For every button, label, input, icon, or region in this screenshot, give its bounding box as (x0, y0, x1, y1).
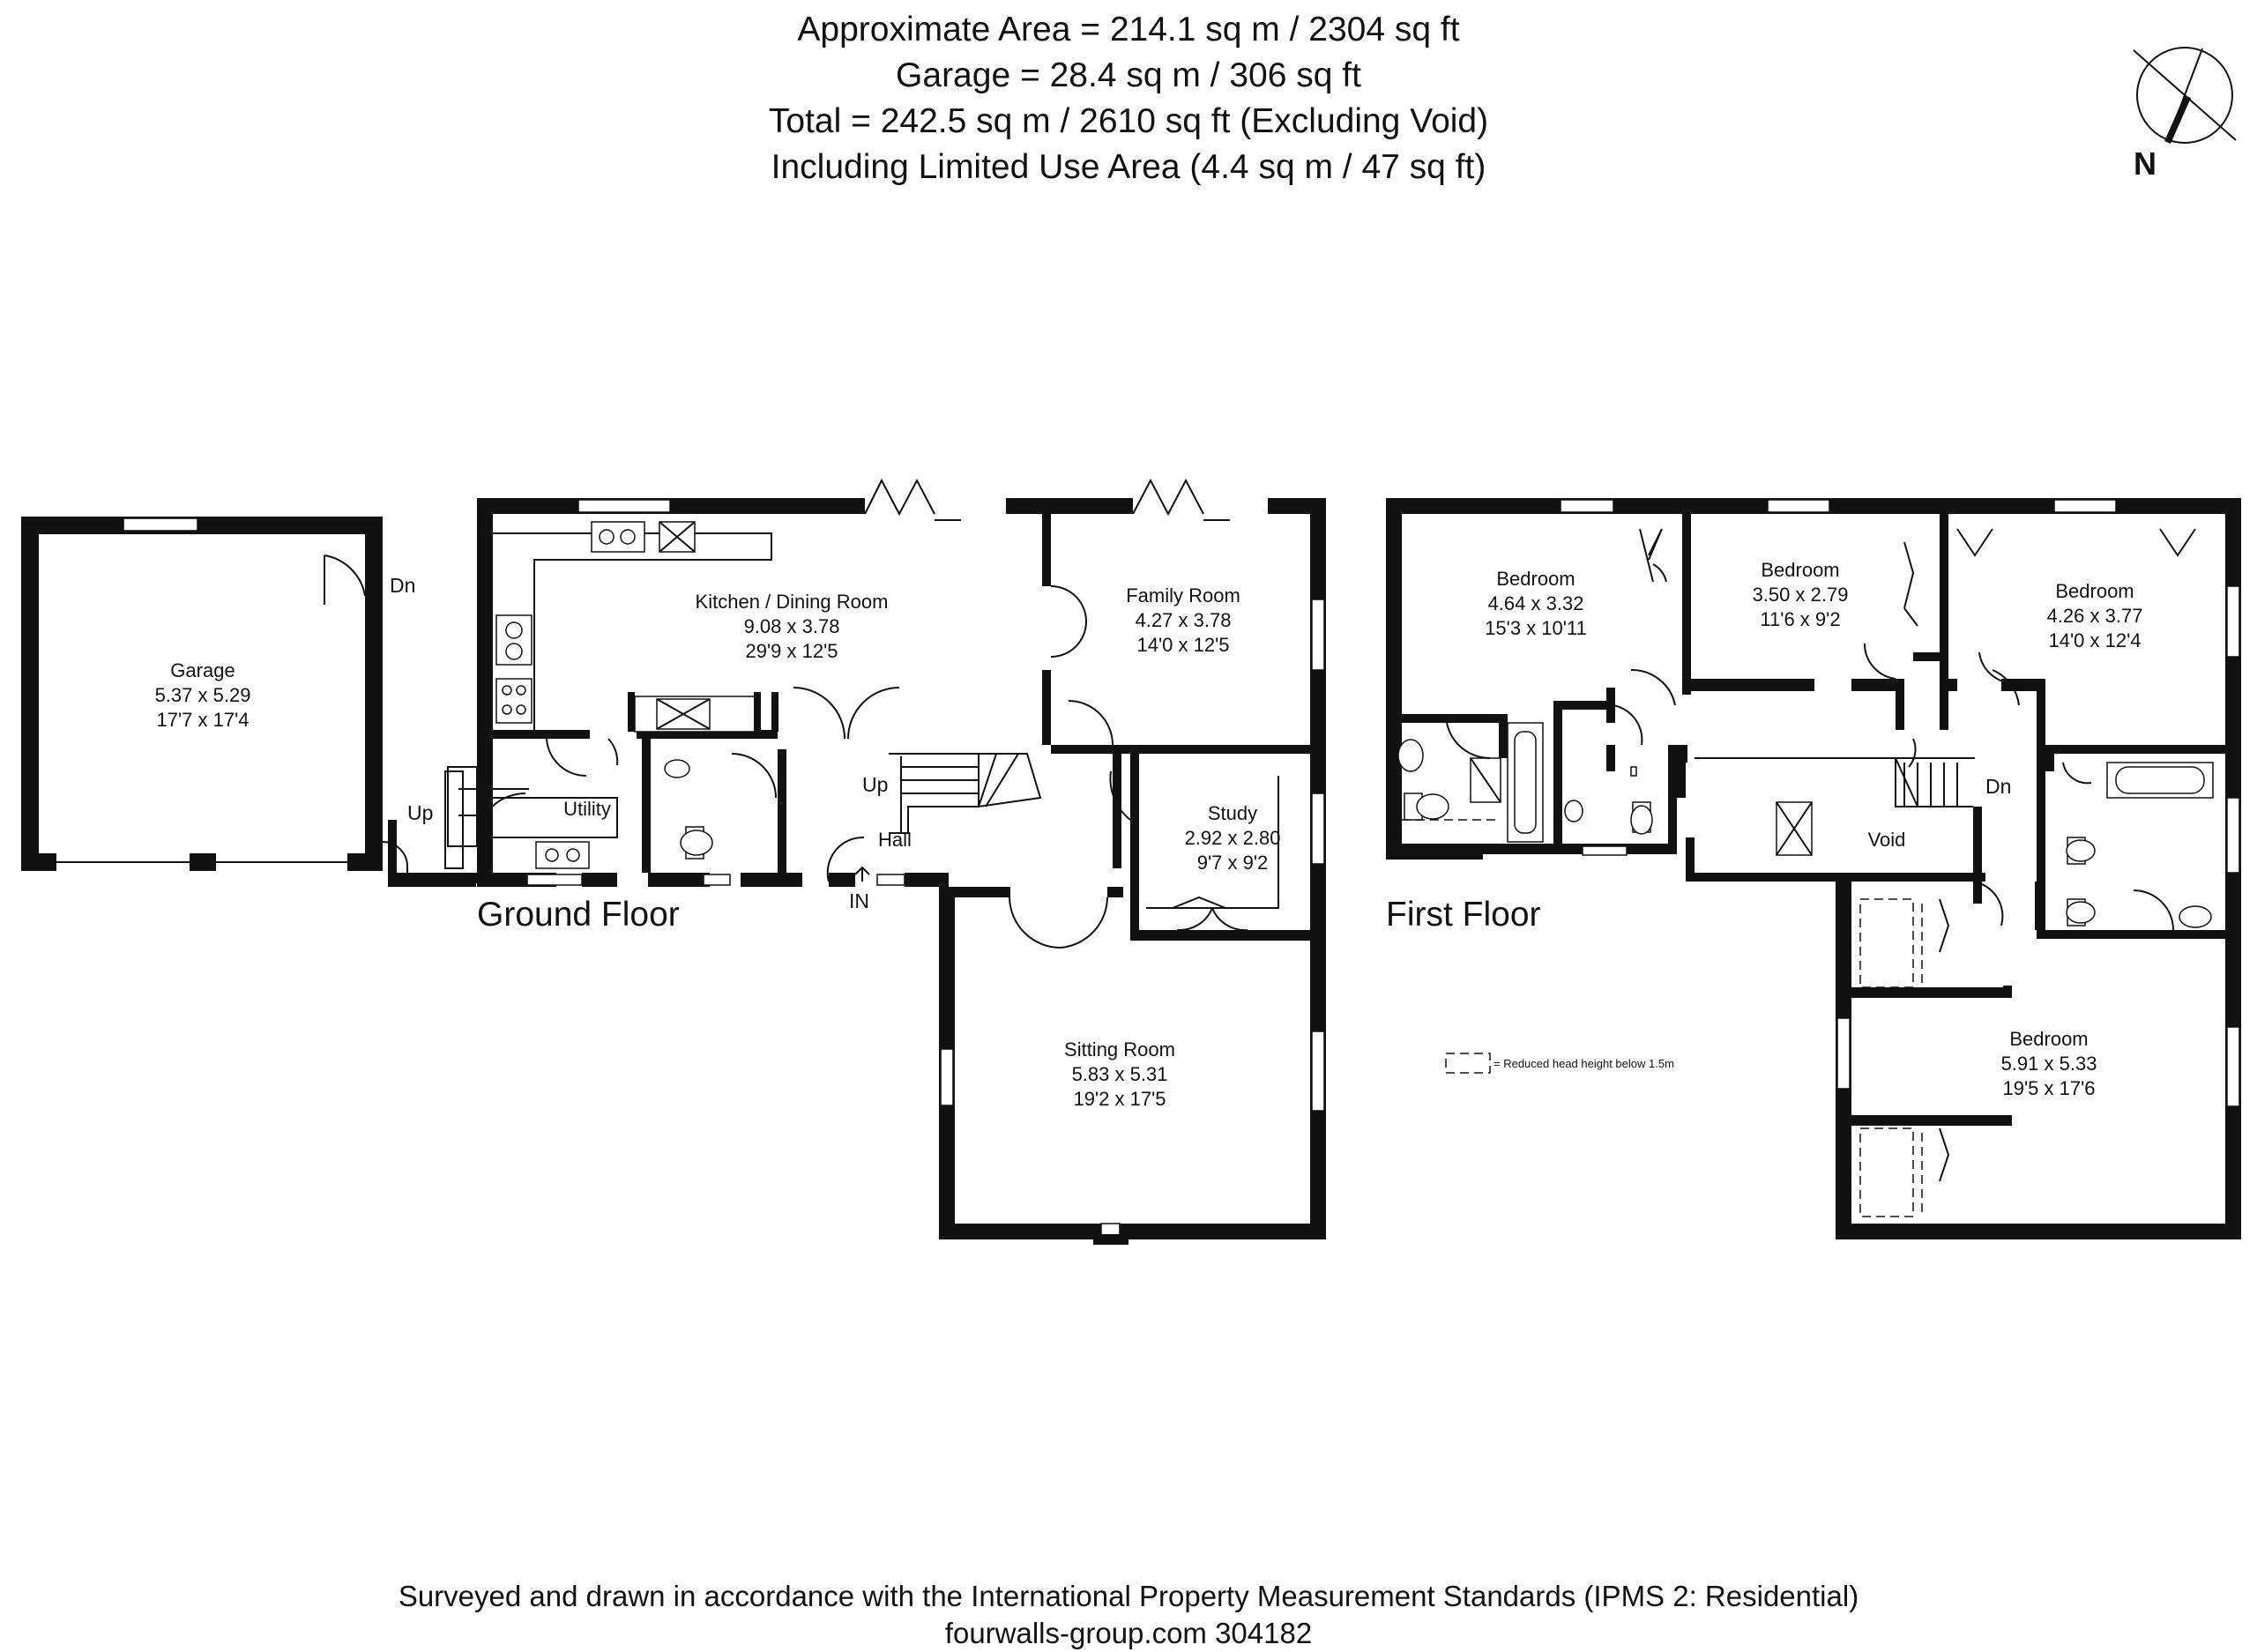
sitting-imperial: 19'2 x 17'5 (1073, 1088, 1166, 1110)
bed1-metric: 4.64 x 3.32 (1488, 592, 1584, 614)
sitting-name: Sitting Room (1064, 1038, 1175, 1060)
bed3-metric: 4.26 x 3.77 (2047, 605, 2143, 627)
kitchen-metric: 9.08 x 3.78 (744, 615, 840, 637)
room-void: Void (1868, 829, 1906, 851)
bed3-name: Bedroom (2055, 580, 2134, 602)
kitchen-units (493, 521, 778, 733)
area-summary: Approximate Area = 214.1 sq m / 2304 sq … (0, 7, 2257, 190)
room-bedroom-4: Bedroom 5.91 x 5.33 19'5 x 17'6 (2001, 1028, 2097, 1099)
ground-floor-walls (477, 498, 1326, 1240)
utility-fixtures (388, 766, 618, 887)
garage-metric: 5.37 x 5.29 (155, 684, 251, 706)
sitting-room-bay (1093, 1234, 1128, 1245)
room-utility: Utility (563, 798, 611, 820)
study-cupboard (1146, 776, 1279, 909)
first-floor-bathroom-fixtures (1397, 722, 2214, 928)
family-imperial: 14'0 x 12'5 (1136, 634, 1229, 656)
area-line-total: Total = 242.5 sq m / 2610 sq ft (Excludi… (768, 102, 1489, 140)
bifold-doors (864, 478, 1230, 521)
standards-note: Surveyed and drawn in accordance with th… (398, 1580, 1859, 1612)
room-study: Study 2.92 x 2.80 9'7 x 9'2 (1185, 802, 1281, 874)
bed1-imperial: 15'3 x 10'11 (1485, 617, 1587, 639)
bed4-metric: 5.91 x 5.33 (2001, 1053, 2097, 1075)
bed2-metric: 3.50 x 2.79 (1753, 584, 1849, 606)
room-bedroom-2: Bedroom 3.50 x 2.79 11'6 x 9'2 (1753, 559, 1849, 630)
survey-footer: Surveyed and drawn in accordance with th… (0, 1578, 2257, 1652)
bed3-imperial: 14'0 x 12'4 (2048, 629, 2141, 651)
kitchen-imperial: 29'9 x 12'5 (745, 640, 838, 662)
first-floor-dn-label: Dn (1985, 775, 2011, 798)
bed2-name: Bedroom (1761, 559, 1839, 581)
family-name: Family Room (1126, 584, 1240, 606)
ground-floor-title: Ground Floor (477, 896, 680, 934)
north-arrow-icon: N (2133, 47, 2237, 182)
bed1-name: Bedroom (1496, 568, 1575, 590)
area-line-limited-use: Including Limited Use Area (4.4 sq m / 4… (771, 148, 1486, 186)
area-line-approximate: Approximate Area = 214.1 sq m / 2304 sq … (797, 11, 1460, 48)
reduced-head-height-areas (1859, 898, 1923, 1217)
ground-staircase (889, 753, 1042, 834)
sitting-metric: 5.83 x 5.31 (1072, 1063, 1168, 1085)
room-sitting: Sitting Room 5.83 x 5.31 19'2 x 17'5 (1064, 1038, 1175, 1110)
study-metric: 2.92 x 2.80 (1185, 827, 1281, 849)
family-metric: 4.27 x 3.78 (1136, 609, 1232, 631)
garage-dn-label: Dn (390, 574, 415, 597)
entrance-label: IN (849, 889, 869, 912)
legend-dashed-box (1445, 1053, 1491, 1074)
outside-steps (382, 770, 478, 883)
ground-doors (546, 585, 1248, 949)
room-garage: Garage 5.37 x 5.29 17'7 x 17'4 (155, 659, 251, 731)
website-reference: fourwalls-group.com 304182 (944, 1617, 1313, 1649)
hall-name: Hall (878, 829, 912, 851)
garage-imperial: 17'7 x 17'4 (156, 709, 249, 731)
north-label: N (2134, 145, 2156, 182)
entrance-arrow-icon (854, 866, 870, 882)
study-name: Study (1208, 802, 1257, 824)
room-hall: Hall (878, 829, 912, 851)
garage-walls (21, 517, 383, 871)
utility-name: Utility (563, 798, 611, 820)
first-floor-staircase (1695, 757, 1975, 856)
outside-up-label: Up (407, 801, 433, 824)
first-floor-walls (1386, 498, 2241, 1239)
wc-fixtures (664, 759, 713, 859)
bed2-imperial: 11'6 x 9'2 (1760, 608, 1840, 630)
legend-text: = Reduced head height below 1.5m (1493, 1057, 1674, 1070)
first-floor-doors (1445, 528, 2196, 1182)
room-bedroom-3: Bedroom 4.26 x 3.77 14'0 x 12'4 (2047, 580, 2143, 651)
room-bedroom-1: Bedroom 4.64 x 3.32 15'3 x 10'11 (1485, 568, 1587, 639)
room-family: Family Room 4.27 x 3.78 14'0 x 12'5 (1126, 584, 1240, 656)
area-line-garage: Garage = 28.4 sq m / 306 sq ft (896, 56, 1361, 94)
garage-name: Garage (170, 659, 235, 681)
first-floor-title: First Floor (1386, 896, 1541, 934)
room-kitchen-dining: Kitchen / Dining Room 9.08 x 3.78 29'9 x… (696, 591, 889, 662)
void-name: Void (1868, 829, 1906, 851)
bed4-name: Bedroom (2009, 1028, 2088, 1050)
study-imperial: 9'7 x 9'2 (1197, 852, 1269, 874)
kitchen-name: Kitchen / Dining Room (696, 591, 889, 613)
bed4-imperial: 19'5 x 17'6 (2002, 1077, 2095, 1099)
stairs-up-label: Up (862, 773, 888, 796)
